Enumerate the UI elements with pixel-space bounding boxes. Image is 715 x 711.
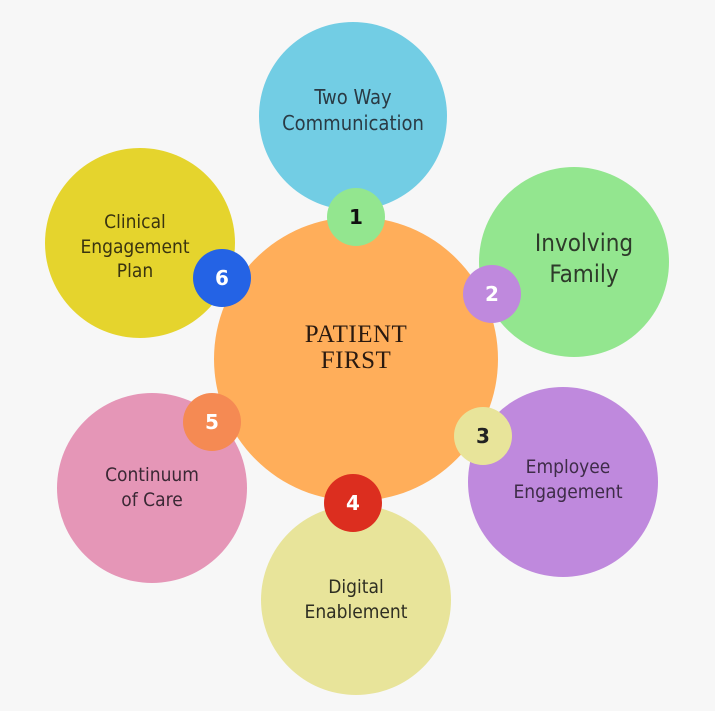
node-label: Digital Enablement: [304, 576, 408, 623]
badge-number: 2: [485, 282, 499, 306]
center-label: PATIENT FIRST: [304, 320, 408, 374]
node-digital-enablement: Digital Enablement: [261, 505, 451, 695]
badge-number: 3: [476, 424, 490, 448]
node-label: Employee Engagement: [513, 456, 623, 503]
badge-number: 1: [349, 205, 363, 229]
badge-number: 5: [205, 410, 219, 434]
step-badge-1: 1: [327, 188, 385, 246]
node-clinical-engagement-plan: Clinical Engagement Plan: [45, 148, 235, 338]
node-label: Continuum of Care: [105, 464, 199, 511]
node-two-way-communication: Two Way Communication: [259, 22, 447, 210]
step-badge-2: 2: [463, 265, 521, 323]
step-badge-3: 3: [454, 407, 512, 465]
center-circle: PATIENT FIRST: [214, 217, 498, 501]
node-label: Involving Family: [534, 228, 634, 288]
step-badge-5: 5: [183, 393, 241, 451]
badge-number: 6: [215, 266, 229, 290]
badge-number: 4: [346, 491, 360, 515]
node-label: Clinical Engagement Plan: [80, 210, 190, 283]
node-label: Two Way Communication: [282, 85, 424, 135]
step-badge-6: 6: [193, 249, 251, 307]
node-involving-family: Involving Family: [479, 167, 669, 357]
step-badge-4: 4: [324, 474, 382, 532]
